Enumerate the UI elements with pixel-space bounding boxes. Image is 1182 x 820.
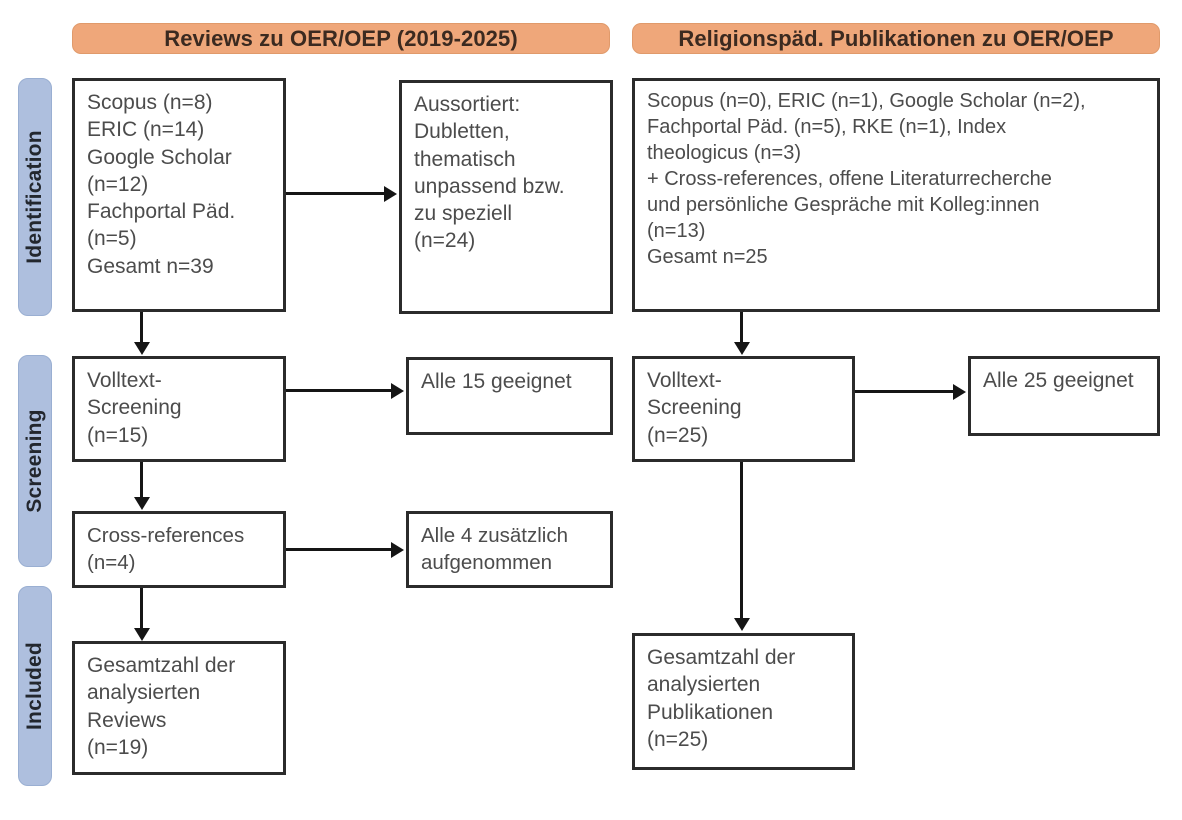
stage-tab-screening-label: Screening [23,409,46,513]
box-left-included-total: Gesamtzahl der analysierten Reviews (n=1… [72,641,286,775]
connector-right-screening-to-eligible [855,390,953,393]
box-right-included-total: Gesamtzahl der analysierten Publikatione… [632,633,855,770]
connector-left-screening-to-crossrefs [140,462,143,497]
arrowhead-left-crossrefs-to-included [133,628,150,641]
connector-right-screening-to-included [740,462,743,618]
column-header-religionspaed: Religionspäd. Publikationen zu OER/OEP [632,23,1160,54]
connector-left-crossrefs-to-added [286,548,391,551]
box-left-all-eligible: Alle 15 geeignet [406,357,613,435]
stage-tab-included-label: Included [23,642,46,730]
connector-right-sources-to-screening [740,312,743,342]
arrowhead-right-screening-to-included [733,618,750,631]
arrowhead-left-sources-to-screening [133,342,150,355]
connector-left-sources-to-excluded [286,192,384,195]
column-header-reviews: Reviews zu OER/OEP (2019-2025) [72,23,610,54]
arrowhead-right-screening-to-eligible [953,383,966,400]
stage-tab-identification-label: Identification [23,130,46,264]
connector-left-crossrefs-to-included [140,588,143,628]
arrowhead-left-screening-to-crossrefs [133,497,150,510]
stage-tab-identification: Identification [18,78,52,316]
box-left-excluded: Aussortiert: Dubletten, thematisch unpas… [399,80,613,314]
stage-tab-screening: Screening [18,355,52,567]
box-left-cross-references: Cross-references (n=4) [72,511,286,588]
box-left-fulltext-screening: Volltext- Screening (n=15) [72,356,286,462]
arrowhead-left-screening-to-eligible [391,382,404,399]
stage-tab-included: Included [18,586,52,786]
box-left-all-added: Alle 4 zusätzlich aufgenommen [406,511,613,588]
arrowhead-left-crossrefs-to-added [391,541,404,558]
box-right-all-eligible: Alle 25 geeignet [968,356,1160,436]
box-right-fulltext-screening: Volltext- Screening (n=25) [632,356,855,462]
arrowhead-right-sources-to-screening [733,342,750,355]
connector-left-sources-to-screening [140,312,143,342]
connector-left-screening-to-eligible [286,389,391,392]
column-header-reviews-label: Reviews zu OER/OEP (2019-2025) [164,25,518,51]
column-header-religionspaed-label: Religionspäd. Publikationen zu OER/OEP [678,25,1114,51]
arrowhead-left-sources-to-excluded [384,185,397,202]
box-left-identification-sources: Scopus (n=8) ERIC (n=14) Google Scholar … [72,78,286,312]
box-right-identification-sources: Scopus (n=0), ERIC (n=1), Google Scholar… [632,78,1160,312]
